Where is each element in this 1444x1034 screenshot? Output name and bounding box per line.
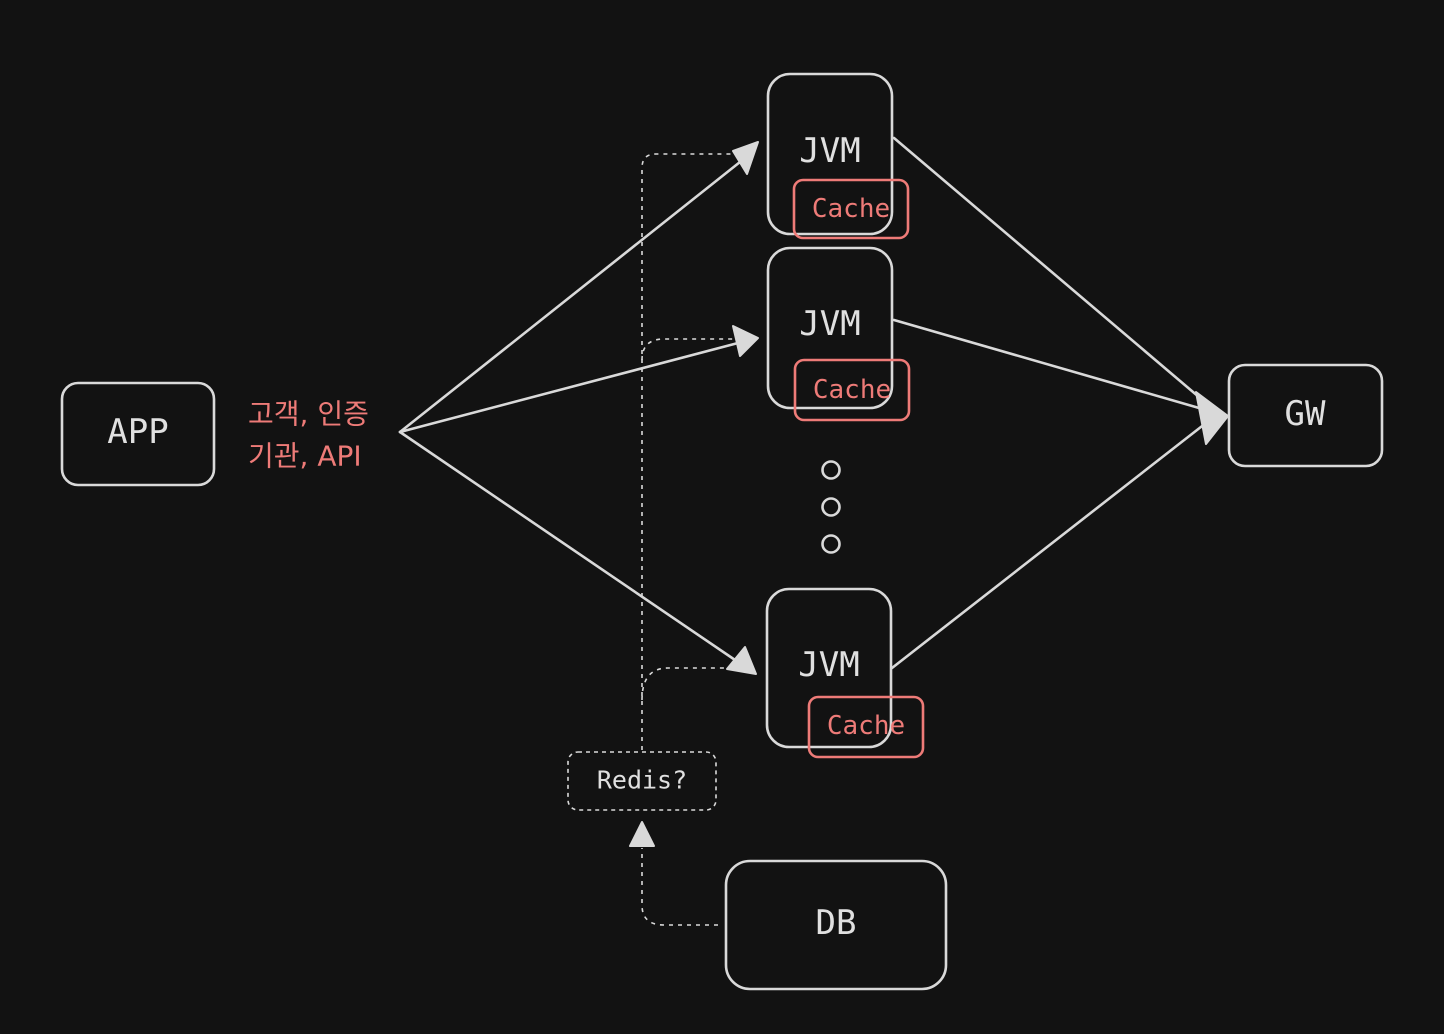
cache-box-1 — [792, 178, 910, 240]
jvm-box-2 — [766, 246, 894, 410]
annotation-line-1: 고객, 인증 — [248, 398, 369, 431]
jvm-node-2: JVM Cache — [766, 246, 911, 422]
jvm-to-gw-edges — [890, 136, 1229, 670]
arrowhead-jvm-3 — [726, 646, 757, 675]
gw-box — [1227, 363, 1384, 468]
jvm-node-3: JVM Cache — [765, 587, 925, 759]
ellipsis-dot-1 — [821, 460, 841, 480]
redis-box — [567, 751, 717, 811]
gw-label: GW — [1285, 394, 1326, 434]
cache-box-2 — [793, 358, 911, 422]
jvm-label-1: JVM — [799, 131, 860, 171]
edge-jvm-1-gw — [892, 136, 1208, 405]
app-node: APP — [60, 381, 216, 487]
dash-edge-db-redis — [641, 848, 718, 926]
edge-app-jvm-1 — [398, 160, 742, 434]
jvm-node-1: JVM Cache — [766, 72, 910, 240]
arrowhead-gw — [1195, 391, 1229, 445]
redis-label: Redis? — [597, 766, 687, 795]
ellipsis-dot-2 — [821, 497, 841, 517]
edge-jvm-2-gw — [892, 318, 1208, 412]
cache-label-3: Cache — [827, 711, 905, 741]
arrowhead-redis — [629, 821, 655, 847]
db-box — [724, 859, 948, 991]
cache-label-1: Cache — [812, 194, 890, 224]
cache-box-3 — [807, 695, 925, 759]
dash-edge-redis-jvm-2 — [641, 338, 736, 361]
ellipsis-dot-3 — [821, 534, 841, 554]
db-node: DB — [724, 859, 948, 991]
annotation-line-2: 기관, API — [248, 440, 362, 473]
db-label: DB — [816, 903, 857, 943]
arrowhead-jvm-2 — [732, 325, 759, 357]
jvm-box-3 — [765, 587, 893, 749]
jvm-label-3: JVM — [798, 645, 859, 685]
redis-edges — [629, 153, 736, 926]
jvm-box-1 — [766, 72, 894, 236]
edge-jvm-3-gw — [890, 421, 1208, 670]
app-box — [60, 381, 216, 487]
request-annotation: 고객, 인증 기관, API — [248, 398, 369, 473]
edge-app-jvm-2 — [398, 341, 740, 434]
edge-app-jvm-3 — [398, 430, 740, 664]
dash-edge-redis-jvm-1 — [641, 153, 736, 750]
redis-node: Redis? — [567, 751, 717, 811]
app-label: APP — [107, 412, 168, 452]
jvm-label-2: JVM — [799, 304, 860, 344]
gw-node: GW — [1227, 363, 1384, 468]
app-to-jvm-edges — [398, 141, 759, 675]
dash-edge-redis-jvm-3 — [641, 667, 734, 701]
arrowhead-jvm-1 — [732, 141, 759, 175]
cache-label-2: Cache — [813, 375, 891, 405]
more-jvms-ellipsis — [821, 460, 841, 554]
